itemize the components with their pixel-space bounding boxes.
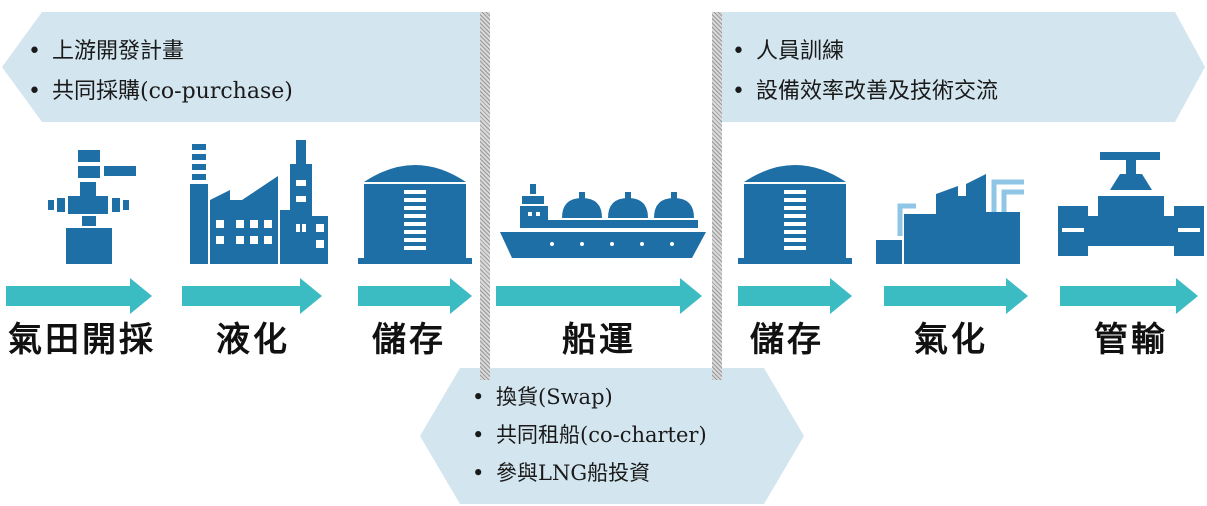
- storage-tank-icon: [738, 165, 852, 264]
- flow-arrow: [496, 278, 702, 314]
- stage-label: 管輸: [1094, 320, 1168, 360]
- storage-tank-icon: [358, 165, 472, 264]
- wellhead-icon: [48, 150, 136, 264]
- lng-ship-icon: [500, 184, 706, 258]
- regasification-plant-icon: [876, 174, 1024, 264]
- stage-storage-upstream: 儲存: [350, 140, 480, 360]
- flow-arrow: [6, 278, 152, 314]
- downstream-item: 人員訓練: [730, 32, 998, 72]
- flow-arrow: [884, 278, 1028, 314]
- shipping-callout: 換貨(Swap) 共同租船(co-charter) 參與LNG船投資: [420, 368, 804, 504]
- stage-storage-downstream: 儲存: [730, 140, 860, 360]
- stage-label: 儲存: [372, 320, 446, 360]
- flow-arrow: [738, 278, 852, 314]
- section-divider-left: [480, 12, 490, 380]
- shipping-item: 共同租船(co-charter): [470, 416, 707, 454]
- downstream-callout: 人員訓練 設備效率改善及技術交流: [720, 12, 1205, 122]
- stage-regasification: 氣化: [870, 140, 1040, 360]
- flow-arrow: [182, 278, 322, 314]
- stage-pipeline: 管輸: [1050, 140, 1207, 360]
- flow-arrow: [1060, 278, 1198, 314]
- section-divider-right: [712, 12, 722, 380]
- upstream-list: 上游開發計畫 共同採購(co-purchase): [26, 32, 293, 112]
- pipeline-valve-icon: [1058, 152, 1204, 256]
- liquefaction-plant-icon: [190, 140, 328, 264]
- stage-label: 船運: [562, 320, 636, 360]
- stage-label: 液化: [216, 320, 290, 360]
- stage-gas-field: 氣田開採: [0, 140, 170, 360]
- shipping-item: 參與LNG船投資: [470, 454, 707, 492]
- upstream-item: 上游開發計畫: [26, 32, 293, 72]
- stage-label: 氣化: [914, 320, 988, 360]
- stage-liquefaction: 液化: [170, 140, 340, 360]
- stage-label: 氣田開採: [8, 320, 156, 360]
- upstream-item: 共同採購(co-purchase): [26, 72, 293, 112]
- upstream-callout: 上游開發計畫 共同採購(co-purchase): [2, 12, 480, 122]
- stage-label: 儲存: [750, 320, 824, 360]
- flow-arrow: [358, 278, 472, 314]
- downstream-item: 設備效率改善及技術交流: [730, 72, 998, 112]
- downstream-list: 人員訓練 設備效率改善及技術交流: [730, 32, 998, 112]
- shipping-item: 換貨(Swap): [470, 378, 707, 416]
- shipping-list: 換貨(Swap) 共同租船(co-charter) 參與LNG船投資: [470, 378, 707, 492]
- stage-shipping: 船運: [492, 140, 712, 360]
